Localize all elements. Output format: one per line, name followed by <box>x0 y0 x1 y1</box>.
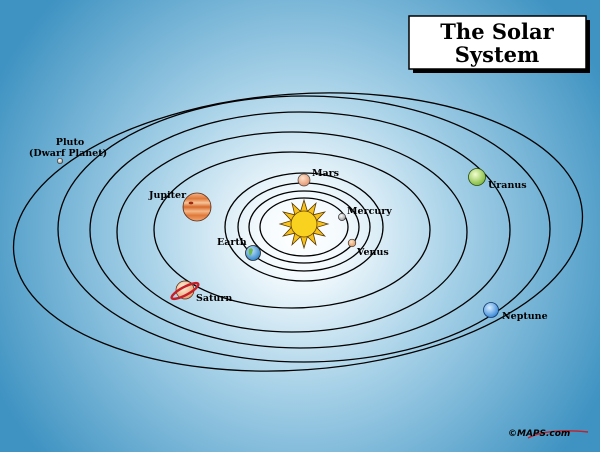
logo-text: ©MAPS.com <box>508 429 570 439</box>
orbit-mars <box>224 172 384 282</box>
planet-uranus <box>468 168 486 186</box>
planet-neptune <box>483 302 499 318</box>
label-venus: Venus <box>356 247 389 258</box>
planet-saturn <box>170 280 200 301</box>
orbit-uranus <box>89 111 511 349</box>
label-saturn: Saturn <box>196 293 232 304</box>
sun-icon <box>278 198 330 250</box>
planet-pluto <box>56 157 64 165</box>
label-pluto: Pluto <box>56 137 84 148</box>
logo-swoosh-icon <box>527 430 589 439</box>
maps-logo: ©MAPS.com <box>508 429 589 439</box>
label-neptune: Neptune <box>502 311 548 322</box>
orbits <box>12 92 584 372</box>
saturn-ring-icon <box>170 281 200 301</box>
label-jupiter: Jupiter <box>148 190 187 201</box>
title-line-1: The Solar <box>440 19 554 44</box>
label-uranus: Uranus <box>488 180 527 191</box>
orbit-venus <box>248 190 360 264</box>
orbit-saturn <box>116 131 468 333</box>
title-box: The Solar System <box>408 15 590 73</box>
planet-mars <box>297 173 311 187</box>
label-pluto-sub: (Dwarf Planet) <box>29 148 107 159</box>
earth-land-icon <box>248 248 253 256</box>
label-earth: Earth <box>217 237 247 248</box>
orbit-jupiter <box>153 151 431 309</box>
label-mercury: Mercury <box>347 206 392 217</box>
planet-jupiter <box>182 192 212 222</box>
planet-venus <box>347 238 357 248</box>
orbit-pluto <box>12 92 584 372</box>
title-line-2: System <box>455 42 539 67</box>
orbit-mercury <box>259 197 349 257</box>
planet-mercury <box>338 213 346 221</box>
planet-earth <box>245 245 261 261</box>
label-mars: Mars <box>312 168 339 179</box>
orbit-neptune <box>57 95 551 363</box>
